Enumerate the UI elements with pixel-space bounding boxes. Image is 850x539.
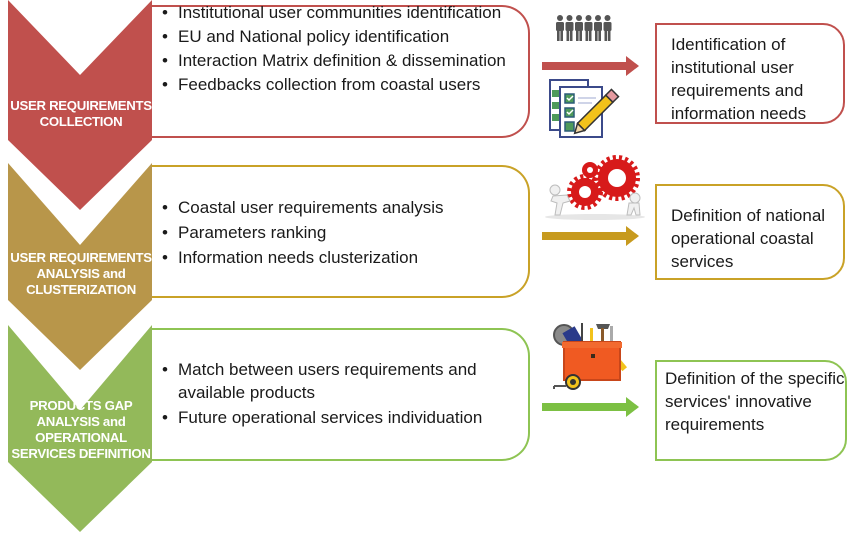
stage-3-label-line: PRODUCTS GAP <box>29 398 133 413</box>
stage-3-label-line: OPERATIONAL <box>35 430 127 445</box>
bullet-item: Institutional user communities identific… <box>160 1 520 24</box>
bullet-item: Match between users requirements and ava… <box>160 358 520 404</box>
stage-2-label-line: CLUSTERIZATION <box>26 282 136 297</box>
stage-1-output-arrow <box>542 56 639 76</box>
stage-2-bullet-list: Coastal user requirements analysis Param… <box>160 195 520 270</box>
stage-3-output-arrow <box>542 397 639 417</box>
bullet-item: Parameters ranking <box>160 220 520 245</box>
stage-3-label: PRODUCTS GAP ANALYSIS and OPERATIONAL SE… <box>4 398 158 462</box>
stage-1-label-line: COLLECTION <box>39 114 123 129</box>
bullet-item: Interaction Matrix definition & dissemin… <box>160 49 520 72</box>
people-group-icon <box>556 15 612 41</box>
stage-1-output-text: Identification of institutional user req… <box>671 35 807 123</box>
bullet-item: EU and National policy identification <box>160 25 520 48</box>
bullet-item: Future operational services individuatio… <box>160 406 520 429</box>
stage-3-label-line: ANALYSIS and <box>36 414 126 429</box>
stage-3-label-line: SERVICES DEFINITION <box>11 446 151 461</box>
checklist-pencil-icon <box>549 79 620 138</box>
bullet-item: Information needs clusterization <box>160 245 520 270</box>
stage-1-output-box: Identification of institutional user req… <box>655 23 845 124</box>
stage-2-label-line: ANALYSIS and <box>36 266 126 281</box>
bullet-item: Feedbacks collection from coastal users <box>160 73 520 96</box>
gears-teamwork-icon <box>545 155 645 220</box>
stage-2-output-box: Definition of national operational coast… <box>655 184 845 280</box>
stage-2-chevron <box>8 163 152 370</box>
stage-2-label: USER REQUIREMENTS ANALYSIS and CLUSTERIZ… <box>8 250 154 298</box>
stage-1-label: USER REQUIREMENTS COLLECTION <box>8 98 154 130</box>
stage-2-output-text: Definition of national operational coast… <box>671 206 826 271</box>
stage-3-bullet-list: Match between users requirements and ava… <box>160 358 520 429</box>
stage-2-output-arrow <box>542 226 639 246</box>
stage-1-bullet-list: Institutional user communities identific… <box>160 1 520 96</box>
stage-1-label-line: USER REQUIREMENTS <box>10 98 152 113</box>
stage-1-chevron <box>8 0 152 210</box>
stage-3-output-box: Definition of the specific services' inn… <box>655 360 847 461</box>
bullet-item: Coastal user requirements analysis <box>160 195 520 220</box>
stage-2-label-line: USER REQUIREMENTS <box>10 250 152 265</box>
toolbox-icon <box>553 323 628 390</box>
stage-3-chevron <box>8 325 152 532</box>
stage-3-output-text: Definition of the specific services' inn… <box>665 369 845 434</box>
